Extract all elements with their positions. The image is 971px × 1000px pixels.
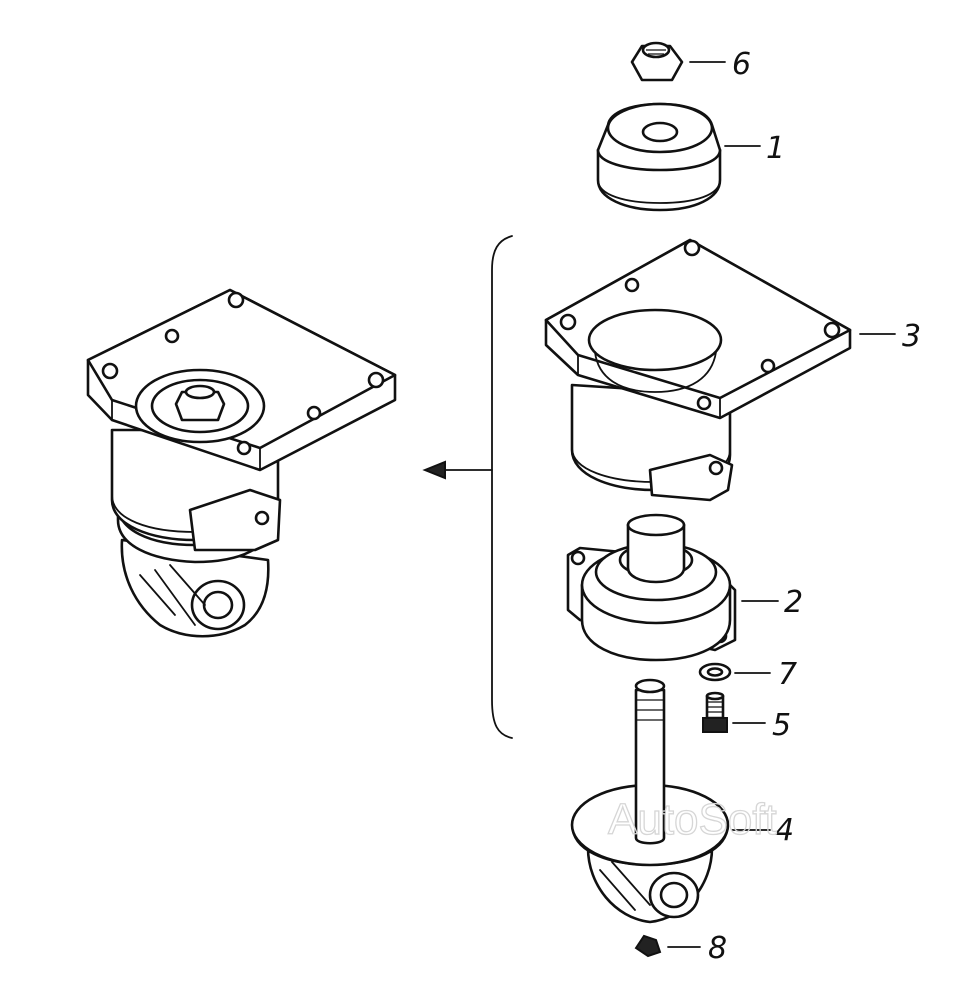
assembled-mount <box>86 288 397 638</box>
callout-6: 6 <box>732 47 751 82</box>
part-4-ball-pin <box>570 678 730 924</box>
part-6-nut <box>630 41 684 82</box>
part-1-cup <box>596 102 722 212</box>
part-5-bolt <box>702 691 728 733</box>
watermark-text: AutoSoft <box>608 795 777 844</box>
callout-2: 2 <box>784 585 803 620</box>
callout-1: 1 <box>766 131 785 166</box>
callout-4: 4 <box>775 813 794 848</box>
assembly-arrow <box>422 460 493 480</box>
callout-3: 3 <box>902 319 921 354</box>
part-7-washer <box>698 662 732 682</box>
part-8-ring <box>634 934 662 958</box>
callout-8: 8 <box>708 931 727 966</box>
callout-7: 7 <box>778 657 797 692</box>
part-3-plate <box>544 238 852 502</box>
part-2-base <box>566 513 737 662</box>
callout-labels: 6 1 3 2 7 5 4 8 <box>708 47 921 966</box>
grouping-bracket <box>491 235 513 739</box>
leader-lines <box>667 61 896 948</box>
callout-5: 5 <box>772 708 791 743</box>
